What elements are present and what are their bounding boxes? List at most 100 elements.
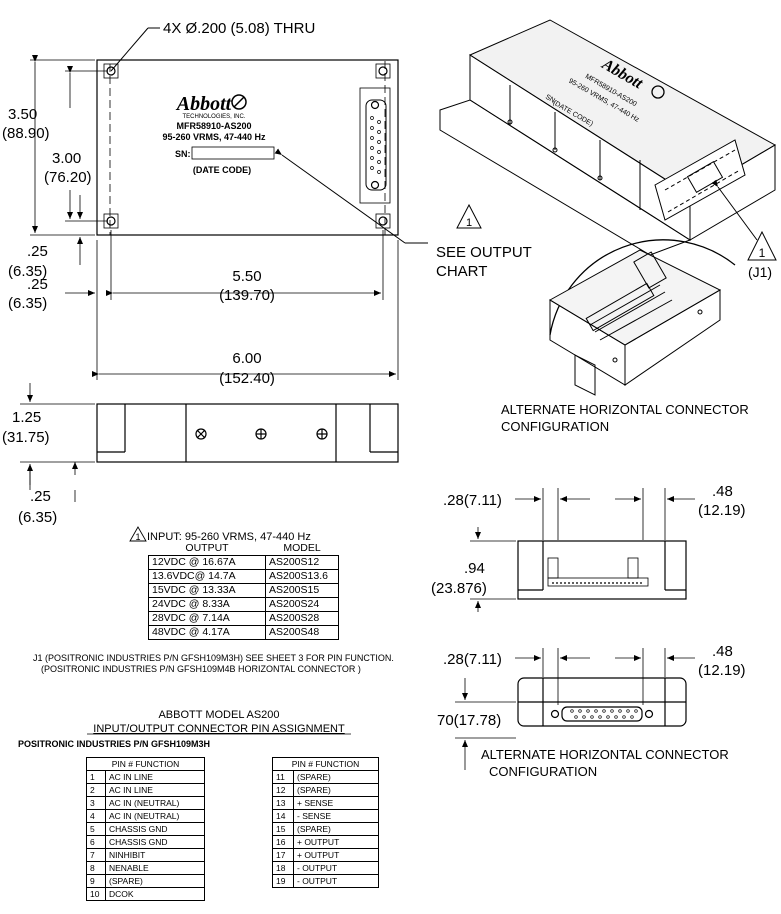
output-value: 12VDC @ 16.67A	[148, 555, 266, 570]
output-input-note: INPUT: 95-260 VRMS, 47-440 Hz	[147, 531, 311, 543]
pin-number: 7	[86, 848, 106, 862]
model-value: AS200S28	[265, 611, 339, 626]
end2-alt-caption-2: CONFIGURATION	[489, 764, 597, 779]
dim-height-in: 3.50	[8, 106, 37, 123]
isometric-view	[439, 19, 777, 256]
iso-flag-triangle	[747, 230, 777, 261]
pin-number: 9	[86, 874, 106, 888]
pin-function: CHASSIS GND	[105, 822, 205, 836]
pin-number: 15	[272, 822, 294, 836]
pin-function: AC IN LINE	[105, 770, 205, 784]
end-view-2	[517, 677, 687, 727]
dim-edge-v-in: .25	[27, 243, 48, 260]
pin-number: 3	[86, 796, 106, 810]
output-value: 24VDC @ 8.33A	[148, 597, 266, 612]
dim-width-mm: (152.40)	[219, 370, 275, 387]
top-label-input: 95-260 VRMS, 47-440 Hz	[162, 132, 266, 142]
side-view	[96, 403, 399, 463]
pin-row: 16+ OUTPUT	[272, 835, 379, 849]
output-flag-number: 1	[135, 532, 140, 542]
pin-row: 13+ SENSE	[272, 796, 379, 810]
pin-number: 6	[86, 835, 106, 849]
pin-function: (SPARE)	[293, 822, 379, 836]
pin-function: DCOK	[105, 887, 205, 901]
end2-connector	[550, 706, 654, 722]
pin-function: - OUTPUT	[293, 874, 379, 888]
top-logo-sub: TECHNOLOGIES, INC.	[182, 114, 245, 120]
pin-row: 15(SPARE)	[272, 822, 379, 836]
end1-dim-right-in: .48	[712, 483, 733, 500]
pin-table-right: PIN # FUNCTION 11(SPARE)12(SPARE)13+ SEN…	[272, 757, 379, 888]
side-dim-foot-mm: (6.35)	[18, 509, 57, 526]
model-value: AS200S13.6	[265, 569, 339, 584]
output-col-header: OUTPUT	[185, 542, 229, 554]
pin-function: + OUTPUT	[293, 835, 379, 849]
pin-function: AC IN (NEUTRAL)	[105, 796, 205, 810]
pin-function: CHASSIS GND	[105, 835, 205, 849]
pin-number: 17	[272, 848, 294, 862]
output-value: 28VDC @ 7.14A	[148, 611, 266, 626]
top-label-model: MFR58910-AS200	[176, 121, 251, 131]
model-value: AS200S15	[265, 583, 339, 598]
pin-function: + OUTPUT	[293, 848, 379, 862]
top-view-outline	[96, 59, 399, 236]
pin-function: (SPARE)	[293, 770, 379, 784]
pin-row: 18- OUTPUT	[272, 861, 379, 875]
see-output-line2: CHART	[436, 263, 487, 280]
j1-note-2: (POSITRONIC INDUSTRIES P/N GFSH109M4B HO…	[41, 664, 361, 674]
pin-row: 11(SPARE)	[272, 770, 379, 784]
top-label-sn: SN:	[175, 149, 191, 159]
pin-function: NENABLE	[105, 861, 205, 875]
j1-note-1: J1 (POSITRONIC INDUSTRIES P/N GFSH109M3H…	[33, 653, 394, 663]
pin-part-number: POSITRONIC INDUSTRIES P/N GFSH109M3H	[18, 739, 210, 749]
pin-function: AC IN LINE	[105, 783, 205, 797]
pin-function: + SENSE	[293, 796, 379, 810]
side-dim-height-in: 1.25	[12, 409, 41, 426]
pin-function: (SPARE)	[293, 783, 379, 797]
mounting-hole-tr	[375, 63, 391, 79]
pin-right-header: PIN # FUNCTION	[272, 757, 379, 771]
pin-number: 8	[86, 861, 106, 875]
dim-edge-h-in: .25	[27, 276, 48, 293]
see-output-line1: SEE OUTPUT	[436, 244, 532, 261]
alt-caption-1: ALTERNATE HORIZONTAL CONNECTOR	[501, 402, 749, 417]
top-view-inner-outline	[109, 59, 386, 236]
pin-row: 19- OUTPUT	[272, 874, 379, 888]
dim-width-in: 6.00	[232, 350, 261, 367]
output-flag-triangle	[129, 526, 147, 542]
pin-number: 13	[272, 796, 294, 810]
model-value: AS200S24	[265, 597, 339, 612]
end1-dim-left: .28(7.11)	[443, 492, 502, 509]
dim-edge-h-mm: (6.35)	[8, 295, 47, 312]
iso-connector	[654, 139, 746, 221]
end2-alt-caption-1: ALTERNATE HORIZONTAL CONNECTOR	[481, 747, 729, 762]
pin-number: 11	[272, 770, 294, 784]
alt-caption-2: CONFIGURATION	[501, 419, 609, 434]
hole-note: 4X Ø.200 (5.08) THRU	[163, 20, 315, 37]
side-screw-1	[195, 428, 207, 440]
end1-dim-height-in: .94	[464, 560, 485, 577]
pin-left-header: PIN # FUNCTION	[86, 757, 205, 771]
pin-number: 4	[86, 809, 106, 823]
iso-flag-number: 1	[759, 246, 766, 260]
side-dim-foot-in: .25	[30, 488, 51, 505]
model-value: AS200S12	[265, 555, 339, 570]
iso-logo-icon	[651, 85, 665, 99]
dim-height-mm: (88.90)	[2, 125, 50, 142]
end2-dim-left: .28(7.11)	[443, 651, 502, 668]
pin-number: 18	[272, 861, 294, 875]
